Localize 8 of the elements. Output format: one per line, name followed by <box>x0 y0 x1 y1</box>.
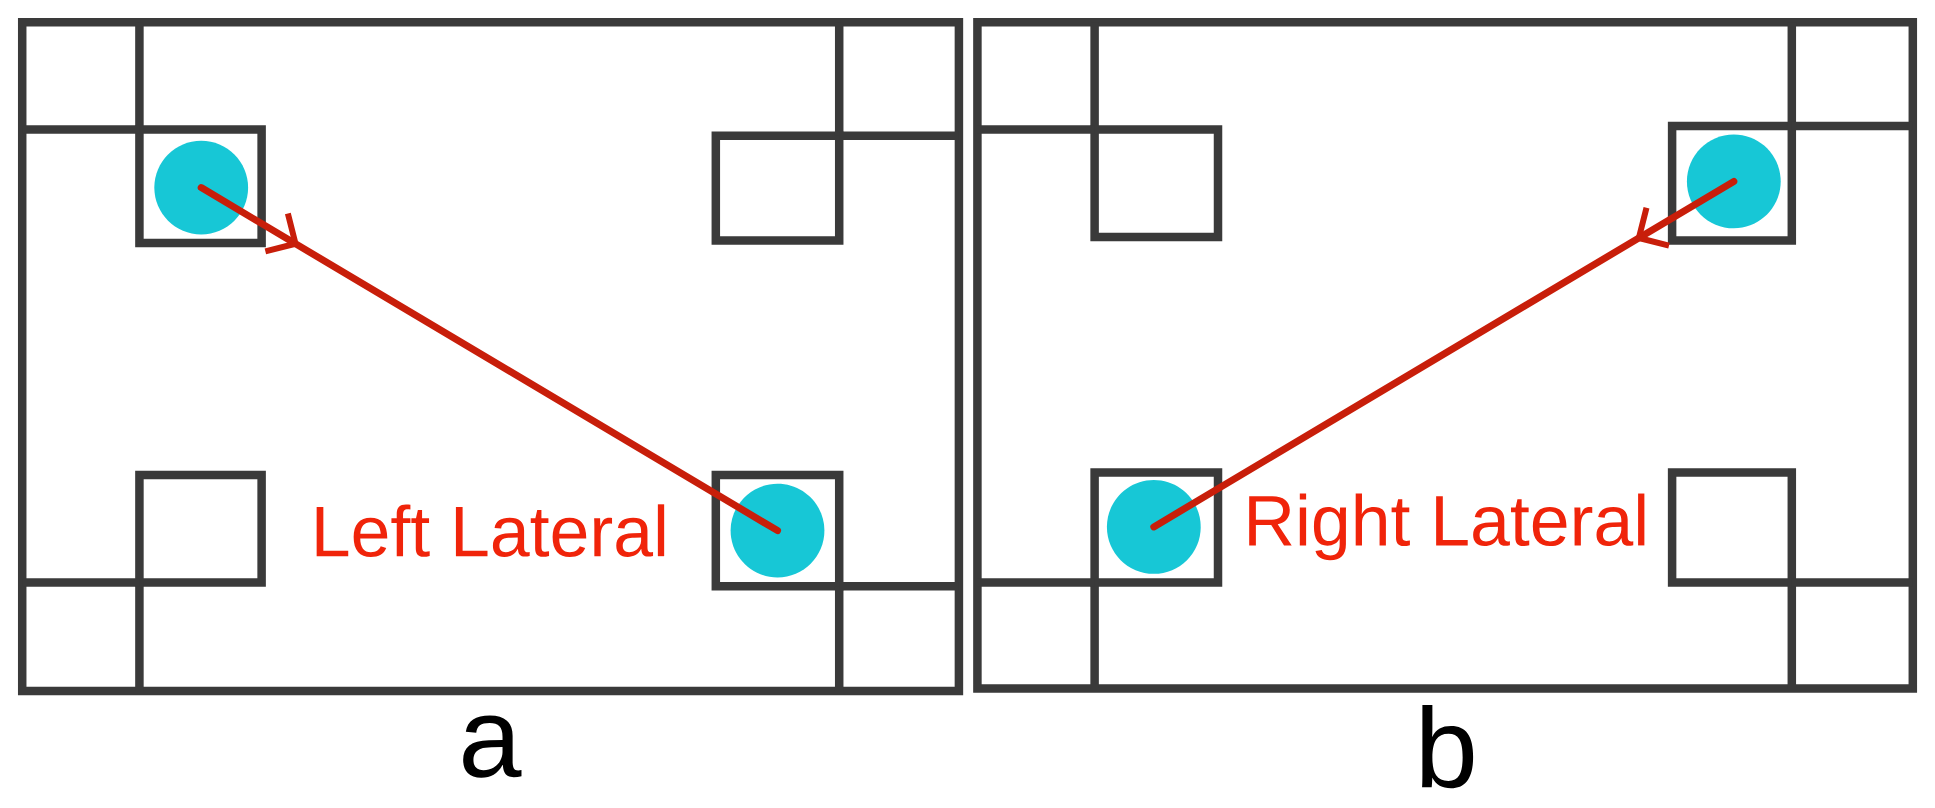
circle-marker <box>154 140 249 235</box>
circle-marker <box>1106 480 1201 574</box>
panel-label: b <box>1422 704 1474 789</box>
panel-label: a <box>463 715 522 778</box>
annotation-text: Left Lateral <box>316 504 665 557</box>
annotation-text: Right Lateral <box>1249 493 1645 561</box>
circle-marker <box>730 483 825 578</box>
circle-marker <box>1686 134 1781 229</box>
